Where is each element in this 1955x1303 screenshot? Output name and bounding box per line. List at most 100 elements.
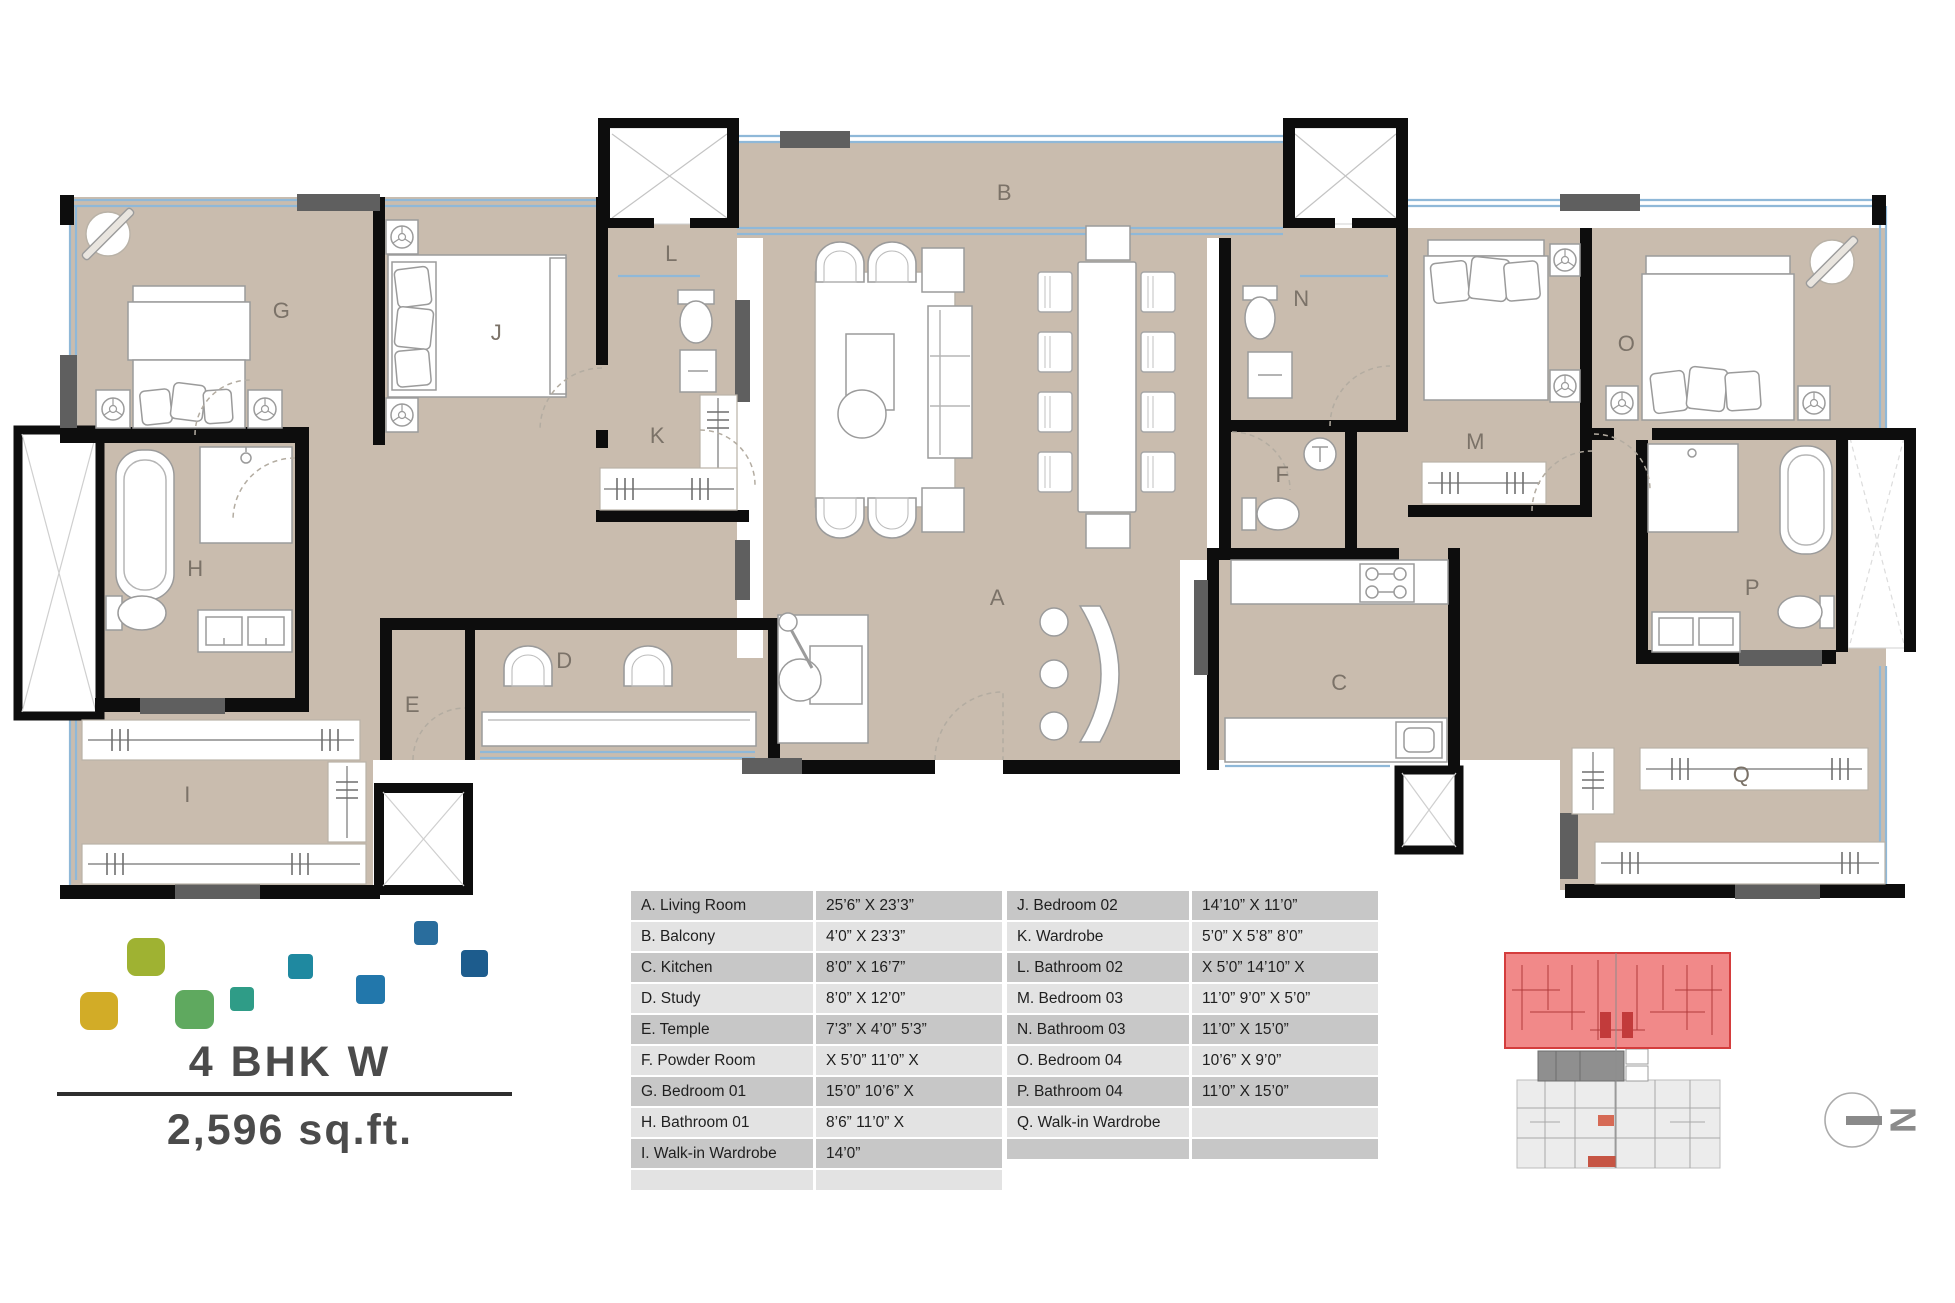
service-shafts	[13, 127, 1907, 895]
legend-room-name: O. Bedroom 04	[1007, 1046, 1189, 1075]
label-temple: E	[405, 692, 421, 717]
legend-room-name: A. Living Room	[631, 891, 813, 920]
door-lintels	[60, 131, 1822, 899]
vanity-h	[197, 609, 293, 653]
hall-desk	[777, 612, 869, 744]
dining-set-a	[1037, 225, 1176, 549]
legend-room-dimension: 11’0” X 15’0”	[1192, 1077, 1378, 1106]
label-balcony: B	[997, 180, 1013, 205]
key-plan-lower-wing	[1516, 1079, 1721, 1169]
legend-room-name: D. Study	[631, 984, 813, 1013]
legend-room-dimension: X 5’0” 11’0” X	[816, 1046, 1002, 1075]
legend-room-dimension: 25’6” X 23’3”	[816, 891, 1002, 920]
north-arrow: N	[1824, 1092, 1924, 1148]
north-pointer	[1846, 1116, 1882, 1125]
legend-room-dimension: 8’0” X 12’0”	[816, 984, 1002, 1013]
label-bedroom-03: M	[1466, 429, 1486, 454]
key-plan	[1504, 952, 1731, 1169]
label-kitchen: C	[1331, 670, 1348, 695]
furniture	[80, 206, 1886, 885]
shaft-far-left	[13, 425, 105, 721]
legend-room-name	[631, 1170, 813, 1190]
legend-room-dimension: X 5’0” 14’10” X	[1192, 953, 1378, 982]
logo-squares	[80, 921, 488, 1030]
key-plan-core	[1537, 1048, 1649, 1082]
legend-room-name: K. Wardrobe	[1007, 922, 1189, 951]
bathtub-h	[115, 449, 175, 601]
title-divider	[57, 1092, 512, 1096]
toilet-f	[1241, 497, 1300, 531]
label-bathroom-02: L	[665, 241, 679, 266]
legend-room-name: L. Bathroom 02	[1007, 953, 1189, 982]
legend-room-name: E. Temple	[631, 1015, 813, 1044]
bar-counter-a	[1039, 605, 1120, 743]
north-label: N	[1883, 1107, 1924, 1133]
shaft-bottom-left	[374, 783, 473, 895]
label-powder-room: F	[1276, 462, 1291, 487]
label-bathroom-01: H	[187, 556, 204, 581]
sofa-set-a	[814, 241, 973, 539]
bed-j	[385, 219, 567, 433]
legend-room-dimension: 15’0” 10’6” X	[816, 1077, 1002, 1106]
sink-icon	[1395, 721, 1443, 759]
closet-p	[1647, 443, 1739, 533]
legend-room-dimension: 4’0” X 23’3”	[816, 922, 1002, 951]
legend-room-name	[1007, 1139, 1189, 1159]
label-walkin-wardrobe-2: Q	[1733, 762, 1752, 787]
legend-row	[631, 1170, 1002, 1190]
elevator-shaft-right	[1288, 127, 1403, 225]
legend-room-name: Q. Walk-in Wardrobe	[1007, 1108, 1189, 1137]
label-bathroom-03: N	[1293, 286, 1310, 311]
unit-area: 2,596 sq.ft.	[166, 1106, 414, 1154]
legend-room-name: I. Walk-in Wardrobe	[631, 1139, 813, 1168]
wardrobe-m	[1421, 461, 1547, 505]
bathtub-p	[1779, 445, 1833, 555]
bed-g	[95, 285, 283, 429]
legend-room-dimension: 8’6” 11’0” X	[816, 1108, 1002, 1137]
legend-row	[1007, 1139, 1378, 1159]
legend-room-name: M. Bedroom 03	[1007, 984, 1189, 1013]
legend-room-dimension: 11’0” X 15’0”	[1192, 1015, 1378, 1044]
legend-room-name: P. Bathroom 04	[1007, 1077, 1189, 1106]
legend-room-dimension	[816, 1170, 1002, 1190]
label-bedroom-02: J	[491, 320, 504, 345]
unit-title: 4 BHK W	[188, 1038, 392, 1086]
legend-row: Q. Walk-in Wardrobe	[1007, 1108, 1378, 1137]
legend-room-name: B. Balcony	[631, 922, 813, 951]
legend-room-dimension: 8’0” X 16’7”	[816, 953, 1002, 982]
legend-room-dimension: 5’0” X 5’8” 8’0”	[1192, 922, 1378, 951]
legend-room-name: N. Bathroom 03	[1007, 1015, 1189, 1044]
wardrobe-k	[599, 394, 738, 511]
legend-room-name: G. Bedroom 01	[631, 1077, 813, 1106]
legend-room-dimension: 7’3” X 4’0” 5’3”	[816, 1015, 1002, 1044]
room-labels: A B C D E F G H I J K L M N O P Q	[184, 180, 1761, 807]
door-swings	[194, 365, 1651, 761]
label-bathroom-04: P	[1745, 575, 1761, 600]
legend-room-name: J. Bedroom 02	[1007, 891, 1189, 920]
label-bedroom-04: O	[1618, 331, 1637, 356]
basin-f	[1303, 437, 1337, 471]
legend-room-dimension: 11’0” 9’0” X 5’0”	[1192, 984, 1378, 1013]
toilet-h	[105, 595, 167, 631]
label-bedroom-01: G	[273, 298, 292, 323]
bed-o	[1605, 255, 1831, 421]
bed-m	[1423, 239, 1581, 403]
vanity-p	[1651, 611, 1741, 653]
